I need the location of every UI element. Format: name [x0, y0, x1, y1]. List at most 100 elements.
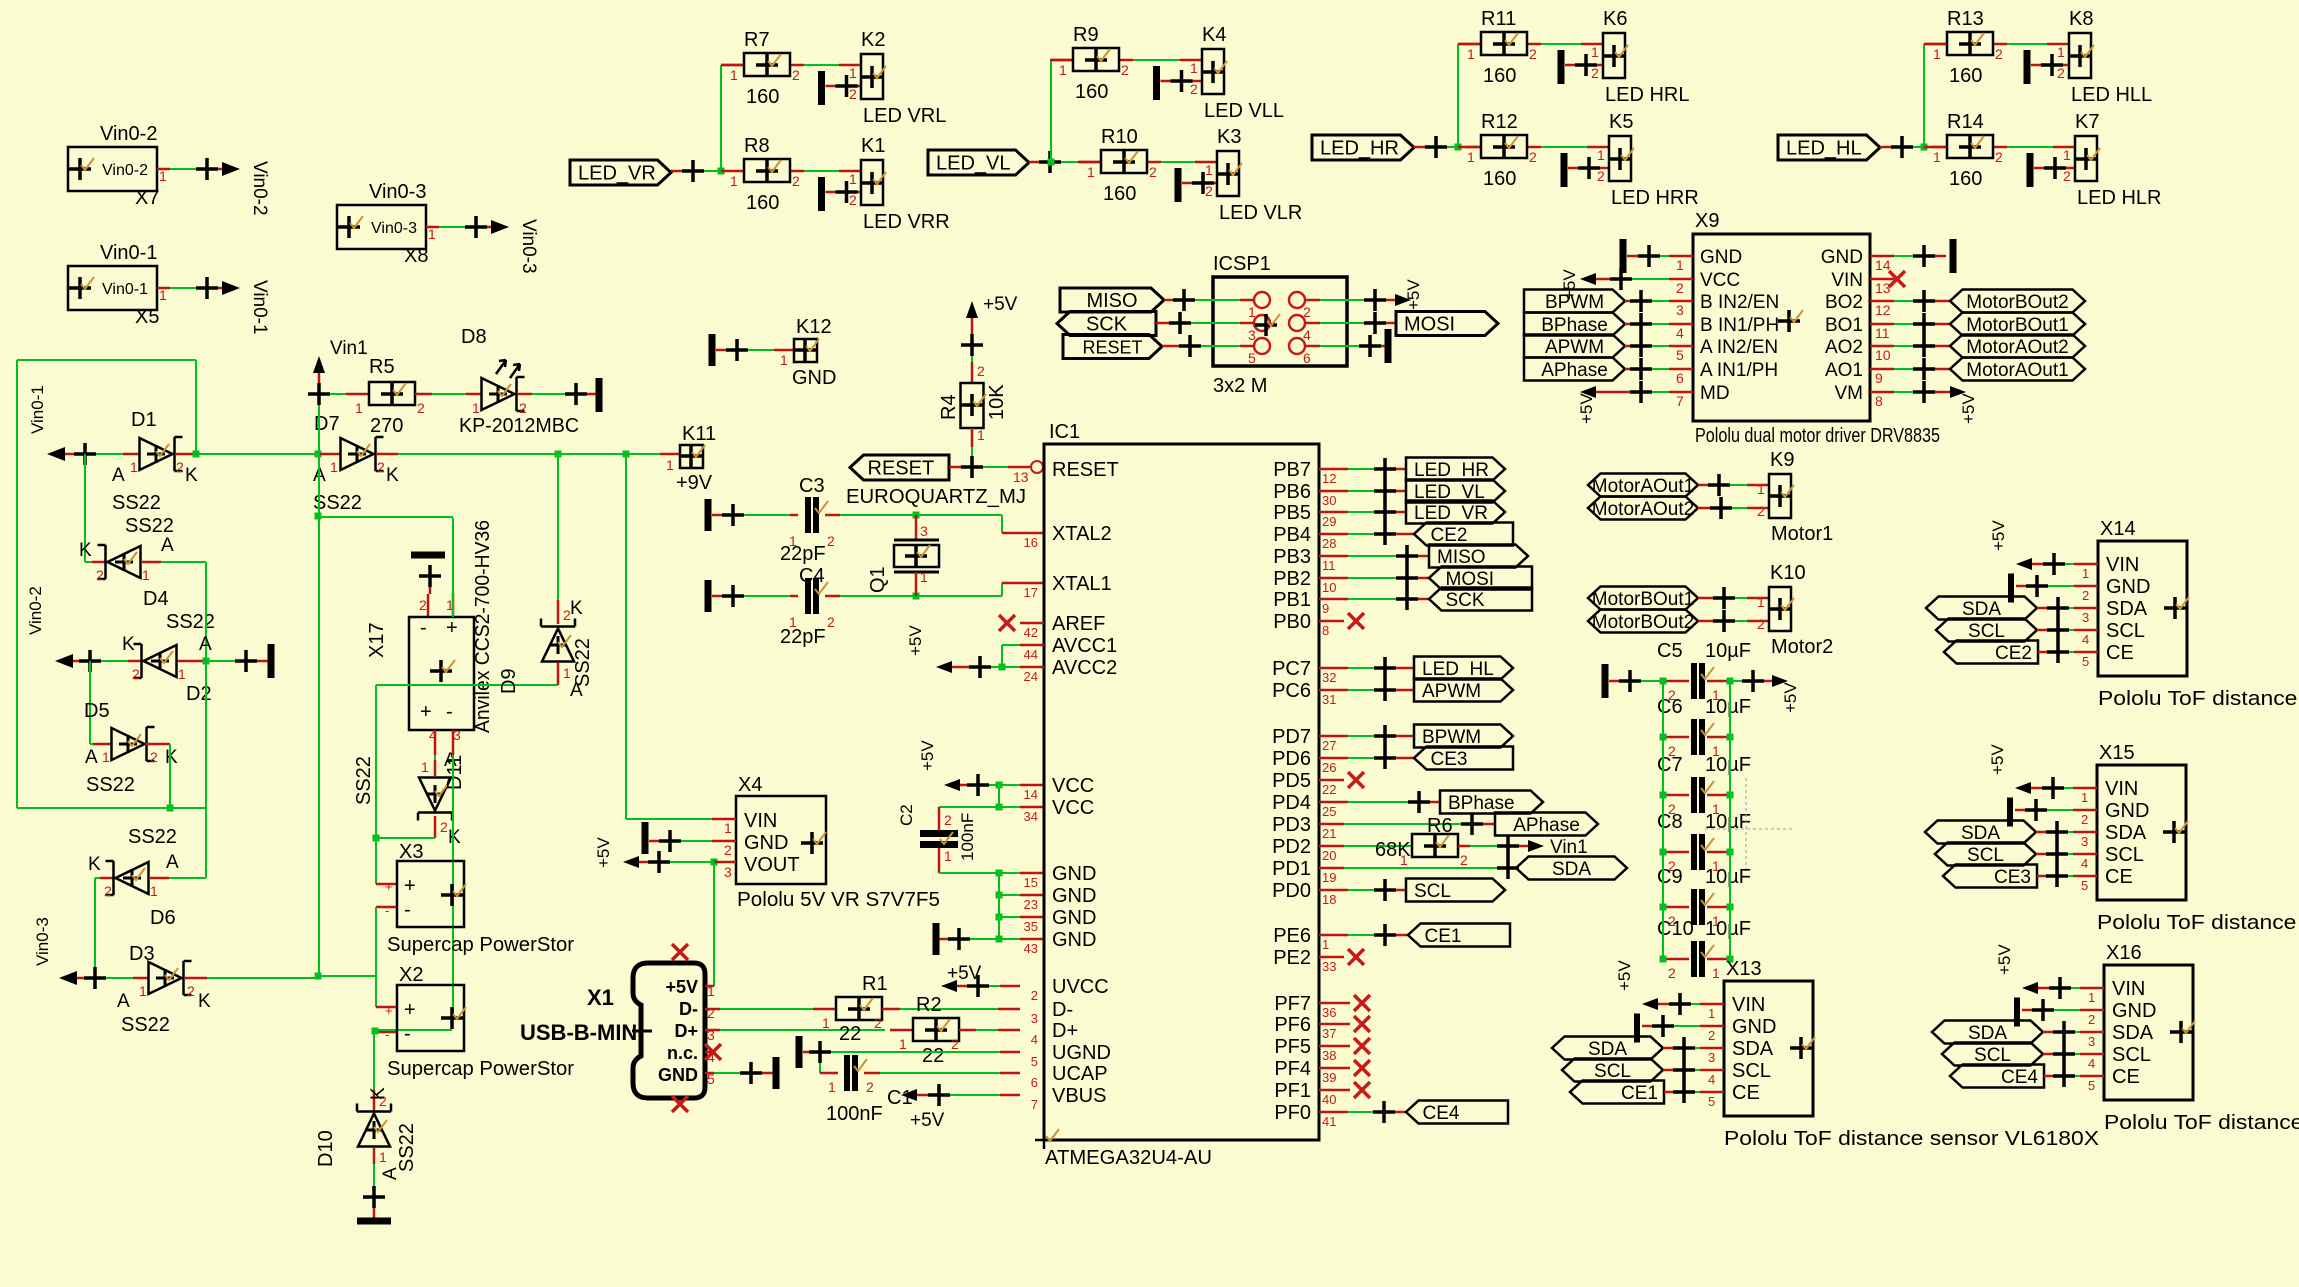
svg-text:AVCC1: AVCC1 — [1052, 635, 1117, 657]
svg-text:K6: K6 — [1603, 8, 1627, 30]
svg-text:1: 1 — [1712, 743, 1720, 759]
svg-text:44: 44 — [1024, 647, 1038, 662]
svg-text:100nF: 100nF — [826, 1103, 883, 1125]
svg-text:GND: GND — [1732, 1016, 1776, 1038]
svg-text:4: 4 — [1708, 1072, 1715, 1087]
svg-text:2: 2 — [563, 607, 571, 623]
svg-text:K9: K9 — [1770, 449, 1794, 471]
svg-text:CE3: CE3 — [1994, 867, 2031, 888]
svg-text:GND: GND — [1700, 247, 1742, 268]
svg-text:PF6: PF6 — [1274, 1014, 1311, 1036]
svg-text:KP-2012MBC: KP-2012MBC — [459, 415, 579, 437]
svg-text:39: 39 — [1322, 1070, 1336, 1085]
svg-text:1: 1 — [1322, 937, 1329, 952]
svg-text:USB-B-MINI: USB-B-MINI — [520, 1020, 643, 1045]
svg-text:PD2: PD2 — [1272, 836, 1311, 858]
svg-text:1: 1 — [1712, 965, 1720, 981]
svg-text:C8: C8 — [1657, 811, 1683, 833]
svg-text:MOSI: MOSI — [1446, 569, 1495, 590]
svg-text:27: 27 — [1322, 738, 1336, 753]
svg-text:R13: R13 — [1947, 8, 1984, 30]
svg-text:1: 1 — [730, 67, 738, 83]
svg-text:SCL: SCL — [2106, 620, 2145, 642]
svg-text:1: 1 — [139, 983, 147, 999]
svg-text:+: + — [420, 701, 432, 723]
svg-text:UVCC: UVCC — [1052, 976, 1109, 998]
svg-text:A: A — [166, 852, 179, 873]
svg-text:1: 1 — [1400, 852, 1408, 868]
svg-text:LED HLR: LED HLR — [2077, 187, 2161, 209]
svg-text:X4: X4 — [738, 774, 762, 796]
svg-text:A: A — [117, 991, 130, 1012]
svg-text:7: 7 — [1031, 1097, 1038, 1112]
svg-text:2: 2 — [2057, 65, 2065, 81]
svg-text:K3: K3 — [1217, 126, 1241, 148]
svg-text:D-: D- — [1052, 999, 1073, 1021]
svg-text:2: 2 — [377, 459, 385, 475]
svg-text:5: 5 — [707, 1071, 715, 1087]
svg-text:21: 21 — [1322, 826, 1336, 841]
svg-text:1: 1 — [472, 400, 480, 416]
svg-text:MotorBOut2: MotorBOut2 — [1592, 612, 1694, 633]
svg-text:MotorAOut1: MotorAOut1 — [1966, 360, 2068, 381]
svg-text:PC7: PC7 — [1272, 658, 1311, 680]
svg-text:2: 2 — [1031, 988, 1038, 1003]
svg-text:SCL: SCL — [1594, 1061, 1631, 1082]
svg-text:CE4: CE4 — [2001, 1067, 2038, 1088]
svg-text:+: + — [404, 875, 416, 897]
svg-text:5: 5 — [1676, 347, 1684, 363]
svg-text:GND: GND — [2112, 1000, 2156, 1022]
svg-text:-: - — [420, 617, 427, 639]
svg-text:Pololu dual motor driver DRV88: Pololu dual motor driver DRV8835 — [1695, 425, 1940, 447]
svg-text:R2: R2 — [916, 994, 942, 1016]
svg-text:1: 1 — [789, 533, 797, 549]
svg-text:+5V: +5V — [1988, 744, 2007, 775]
svg-text:D5: D5 — [84, 700, 110, 722]
svg-text:-: - — [385, 903, 389, 918]
svg-text:R12: R12 — [1481, 111, 1518, 133]
svg-text:BPhase: BPhase — [1448, 793, 1515, 814]
svg-text:R6: R6 — [1427, 815, 1453, 837]
svg-text:2: 2 — [2081, 812, 2088, 827]
svg-text:PB0: PB0 — [1273, 611, 1311, 633]
svg-text:D10: D10 — [315, 1130, 337, 1167]
svg-text:VIN: VIN — [2105, 778, 2138, 800]
svg-text:VOUT: VOUT — [744, 854, 800, 876]
svg-text:GND: GND — [658, 1065, 698, 1085]
svg-text:VIN: VIN — [1831, 270, 1863, 291]
svg-text:2: 2 — [150, 749, 158, 765]
svg-text:+5V: +5V — [1781, 682, 1800, 713]
svg-text:GND: GND — [792, 367, 836, 389]
svg-text:2: 2 — [1460, 852, 1468, 868]
svg-text:2: 2 — [866, 1079, 874, 1095]
svg-text:22pF: 22pF — [780, 543, 826, 565]
svg-text:MISO: MISO — [1437, 547, 1486, 568]
svg-text:160: 160 — [1103, 183, 1136, 205]
svg-text:+5V: +5V — [665, 977, 698, 997]
svg-text:SS22: SS22 — [125, 515, 174, 537]
svg-text:6: 6 — [1676, 370, 1684, 386]
svg-text:16: 16 — [1024, 535, 1038, 550]
svg-text:MotorBOut1: MotorBOut1 — [1966, 315, 2068, 336]
svg-text:PB4: PB4 — [1273, 524, 1311, 546]
svg-text:EUROQUARTZ_MJ: EUROQUARTZ_MJ — [846, 486, 1026, 508]
svg-text:SDA: SDA — [1588, 1039, 1627, 1060]
svg-text:+9V: +9V — [676, 472, 713, 494]
svg-text:LED_HL: LED_HL — [1786, 138, 1862, 160]
svg-text:RESET: RESET — [868, 458, 935, 480]
svg-text:n.c.: n.c. — [667, 1043, 698, 1063]
svg-text:SDA: SDA — [1961, 823, 2000, 844]
svg-text:2: 2 — [96, 567, 104, 583]
svg-text:2: 2 — [2063, 168, 2071, 184]
svg-text:5: 5 — [1708, 1094, 1715, 1109]
svg-text:5: 5 — [1031, 1054, 1038, 1069]
svg-text:1: 1 — [849, 171, 857, 187]
svg-text:+5V: +5V — [1959, 393, 1978, 424]
svg-text:D9: D9 — [498, 668, 520, 694]
svg-text:MotorBOut1: MotorBOut1 — [1592, 589, 1694, 610]
svg-text:7: 7 — [1676, 393, 1684, 409]
svg-text:K10: K10 — [1770, 562, 1806, 584]
svg-text:5: 5 — [2082, 654, 2089, 669]
svg-text:9: 9 — [1322, 601, 1329, 616]
svg-text:8: 8 — [1322, 623, 1329, 638]
